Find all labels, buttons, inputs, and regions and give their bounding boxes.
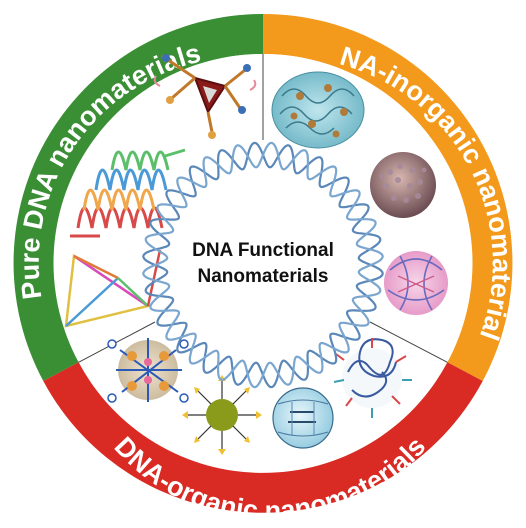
pure-dna-illustrations: [64, 54, 257, 328]
ring-segment-inorganic: [263, 13, 513, 381]
dna-gold-nanoparticle-cluster-icon: [370, 152, 436, 218]
dna-origami-ribbon-icon: [70, 148, 186, 238]
divider-right: [369, 321, 448, 363]
dna-organic-illustrations: [107, 338, 412, 455]
dna-hydrogel-network-icon: [107, 338, 189, 403]
center-title-line-2: Nanomaterials: [198, 266, 329, 287]
dna-triangle-tile-icon: [153, 54, 257, 139]
helix-strand-2: [142, 141, 384, 389]
dna-inorganic-illustrations: [271, 71, 448, 315]
divider-left: [78, 321, 156, 363]
dna-liposome-icon: [272, 387, 334, 449]
dna-shell-nanoparticle-icon: [384, 251, 448, 315]
outer-ring: [13, 13, 513, 513]
dna-polymer-nanogel-icon: [333, 338, 412, 418]
center-title-line-1: DNA Functional: [192, 240, 334, 261]
dna-double-helix-ring: [142, 141, 384, 389]
ring-segment-pure: [13, 13, 263, 381]
section-dividers: [78, 54, 448, 363]
dna-coated-nanoparticle-icon: [271, 71, 365, 149]
dna-tetrahedron-icon: [64, 249, 162, 328]
ring-segment-organic: [43, 362, 483, 513]
dna-micelle-icon: [182, 375, 262, 455]
